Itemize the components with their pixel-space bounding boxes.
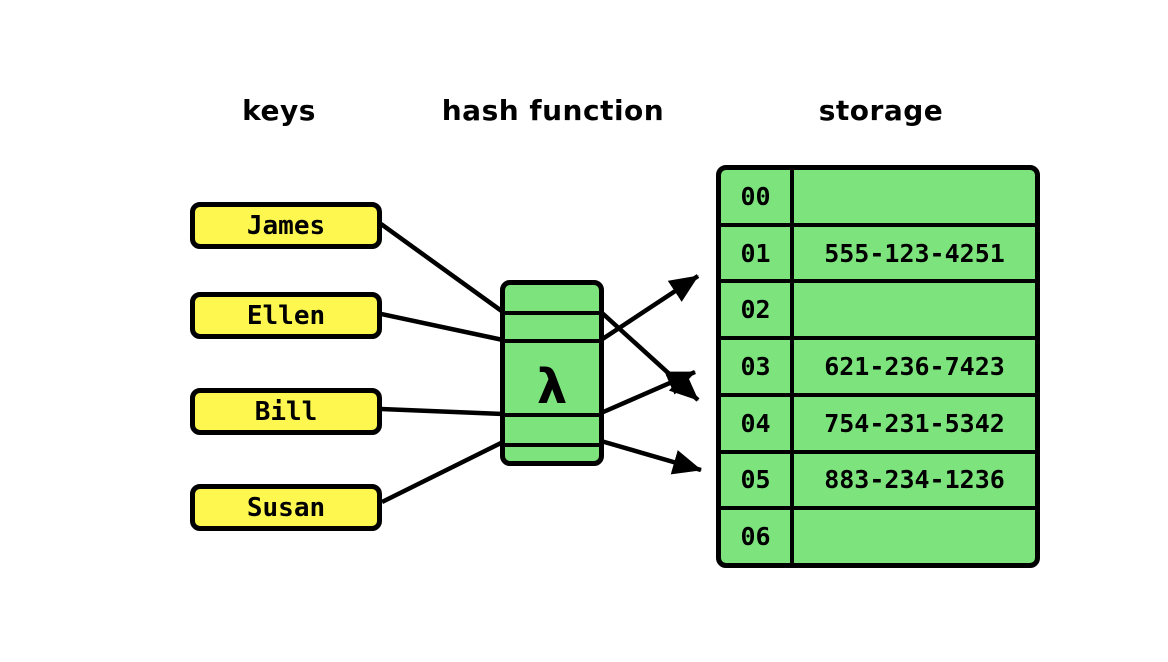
line-james-to-hash — [379, 222, 505, 314]
storage-value-cell: 555-123-4251 — [794, 226, 1035, 280]
storage-value-cell: 883-234-1236 — [794, 453, 1035, 507]
storage-value-cell — [794, 510, 1035, 563]
storage-index-cell: 02 — [721, 283, 790, 337]
storage-value-cell — [794, 283, 1035, 337]
storage-index-cell: 05 — [721, 453, 790, 507]
hash-slot-divider — [505, 339, 599, 343]
key-label-bill: Bill — [254, 396, 318, 427]
storage-index-cell: 04 — [721, 396, 790, 450]
storage-table: 00 01 555-123-4251 02 03 621-236-7423 04… — [716, 165, 1040, 568]
arrow-hash-to-slot-05 — [600, 438, 702, 475]
arrow-hash-to-slot-03 — [600, 369, 696, 416]
key-label-ellen: Ellen — [246, 300, 326, 331]
hash-slot-divider — [505, 311, 599, 315]
lambda-symbol: λ — [536, 359, 568, 415]
hash-slot-divider — [505, 443, 599, 447]
key-box-susan: Susan — [190, 484, 382, 531]
key-label-james: James — [246, 210, 326, 241]
storage-index-cell: 03 — [721, 340, 790, 393]
storage-column-header: storage — [818, 94, 944, 127]
line-ellen-to-hash — [380, 311, 504, 343]
arrow-hash-to-slot-01 — [599, 274, 700, 342]
storage-index-cell: 00 — [721, 170, 790, 223]
key-label-susan: Susan — [246, 492, 326, 523]
arrow-hash-to-slot-04 — [599, 310, 700, 402]
hash-function-column-header: hash function — [441, 94, 665, 127]
line-susan-to-hash — [381, 439, 504, 505]
hash-function-box: λ — [500, 280, 604, 466]
key-box-james: James — [190, 202, 382, 249]
hash-slot-divider — [505, 413, 599, 417]
key-box-ellen: Ellen — [190, 292, 382, 339]
storage-value-cell: 621-236-7423 — [794, 340, 1035, 393]
keys-column-header: keys — [242, 94, 316, 127]
line-bill-to-hash — [380, 406, 504, 417]
storage-index-cell: 06 — [721, 510, 790, 563]
storage-value-cell — [794, 170, 1035, 223]
storage-value-cell: 754-231-5342 — [794, 396, 1035, 450]
key-box-bill: Bill — [190, 388, 382, 435]
storage-index-cell: 01 — [721, 226, 790, 280]
